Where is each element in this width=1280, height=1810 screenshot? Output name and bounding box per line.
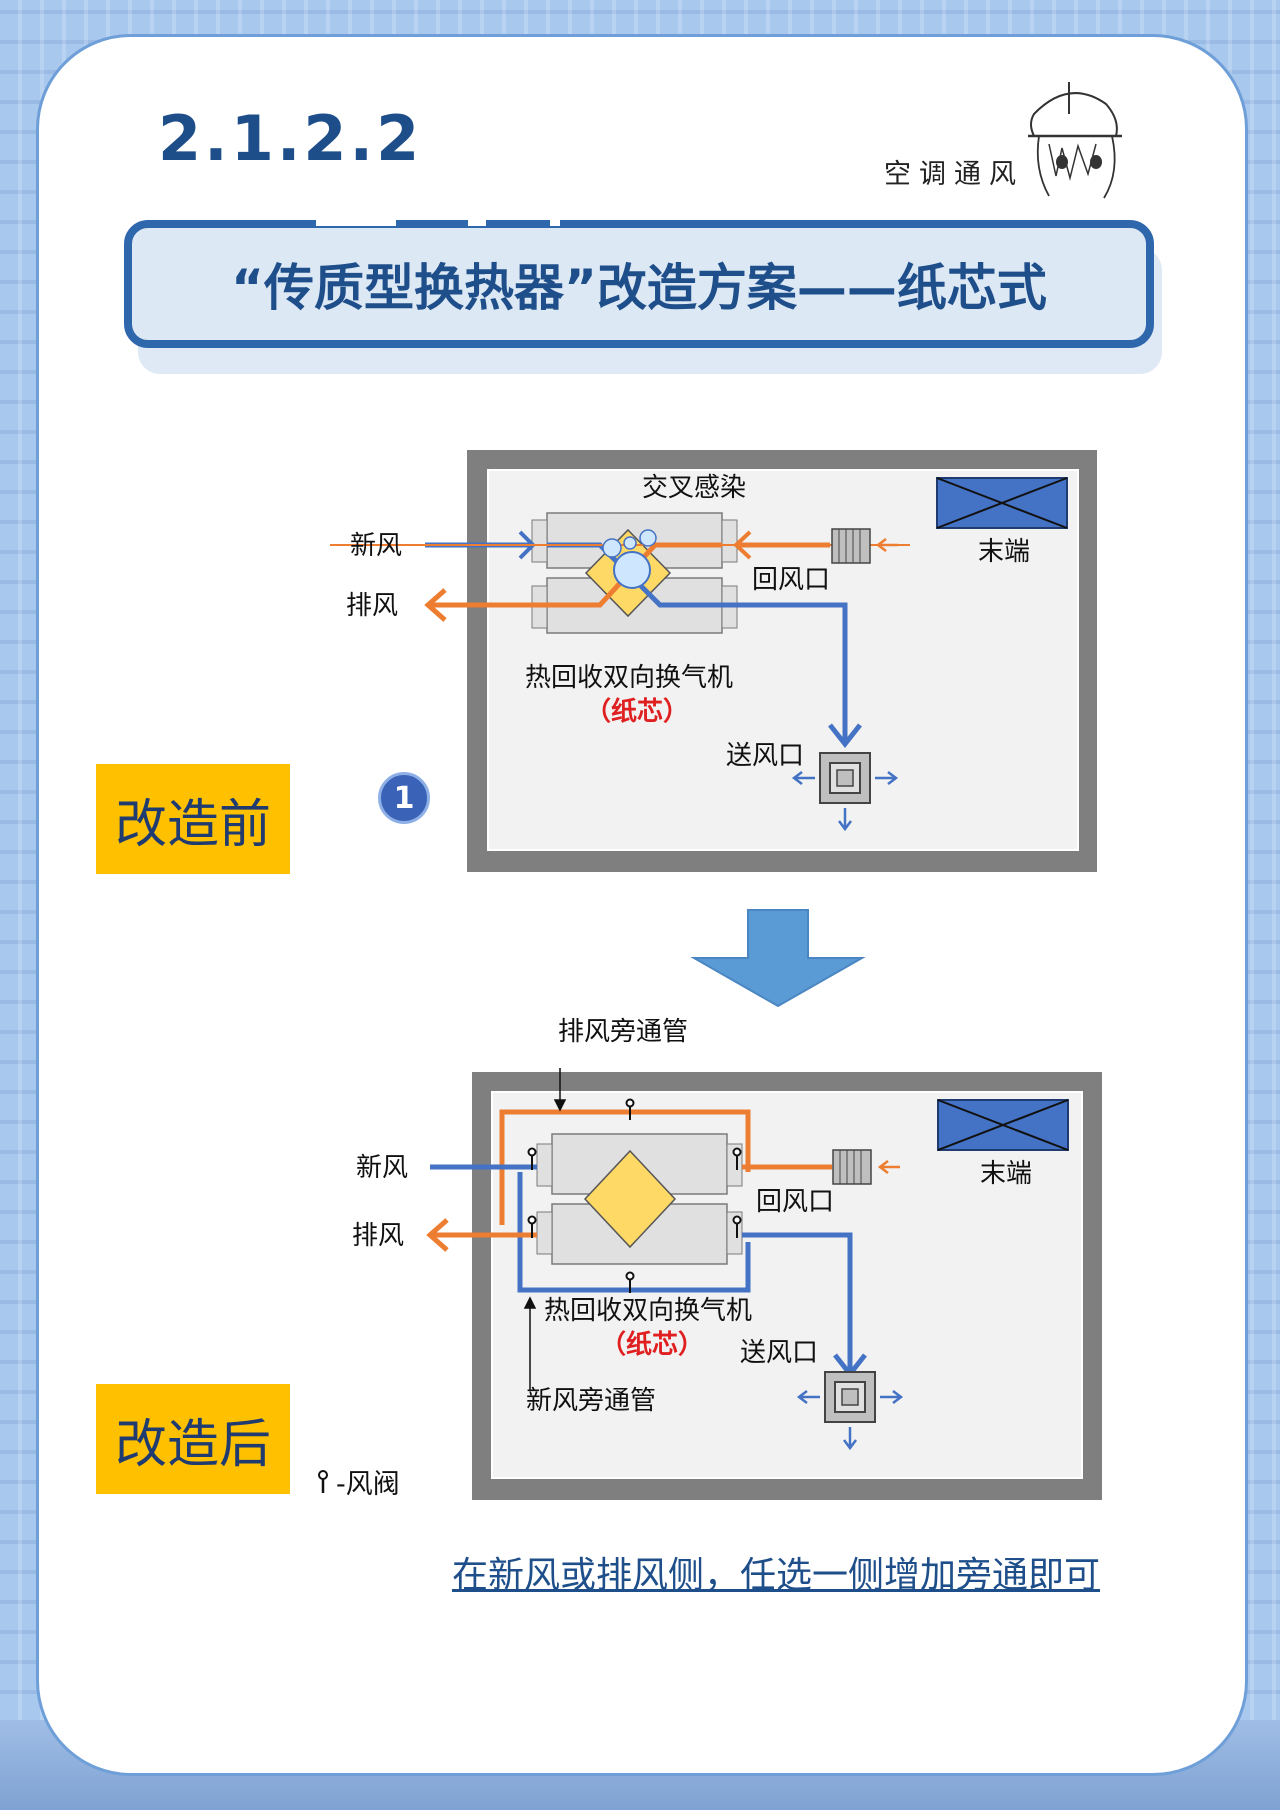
supply-vent-label: 送风口 — [726, 741, 804, 771]
cross-contamination-icon — [602, 529, 657, 589]
mascot-logo-icon — [1028, 82, 1122, 199]
legend-label: -风阀 — [336, 1469, 400, 1500]
return-exhaust-duct — [426, 1160, 900, 1252]
supply-vent-label: 送风口 — [740, 1338, 818, 1368]
fresh-bypass-label: 新风旁通管 — [526, 1386, 656, 1416]
exhaust-air-label: 排风 — [352, 1221, 404, 1251]
fresh-air-label: 新风 — [356, 1153, 408, 1183]
terminal-unit — [936, 477, 1068, 529]
title-banner-gap — [316, 212, 396, 226]
fresh-bypass-duct — [517, 1172, 751, 1293]
down-arrow-icon — [690, 909, 866, 1008]
step-number-badge: 1 — [378, 772, 430, 824]
paper-core — [583, 1149, 677, 1249]
supply-diffuser-icon — [796, 1371, 904, 1451]
before-diagram: 末端 — [330, 450, 1097, 872]
pointer-arrows — [523, 1068, 567, 1390]
damper-icon — [527, 1098, 742, 1293]
return-vent-label: 回风口 — [752, 565, 830, 595]
logo-text: 空调通风 — [884, 159, 1024, 190]
terminal-label: 末端 — [980, 1159, 1032, 1189]
unit-core-label: （纸芯） — [600, 1329, 704, 1360]
return-vent-label: 回风口 — [756, 1187, 834, 1217]
section-number: 2.1.2.2 — [158, 102, 423, 175]
exhaust-bypass-label: 排风旁通管 — [558, 1017, 688, 1047]
damper-icon — [318, 1469, 328, 1493]
exhaust-air-label: 排风 — [346, 591, 398, 621]
legend: -风阀 — [316, 1462, 400, 1501]
heat-recovery-unit — [536, 1133, 743, 1265]
cross-contamination-label: 交叉感染 — [642, 473, 746, 503]
return-grille-icon — [832, 1149, 872, 1185]
title-banner-gap — [550, 212, 560, 226]
terminal-label: 末端 — [978, 537, 1030, 567]
after-diagram: 末端 — [352, 1017, 1102, 1500]
page-title: “传质型换热器”改造方案——纸芯式 — [231, 259, 1047, 317]
terminal-unit — [937, 1099, 1069, 1151]
title-banner — [124, 220, 1154, 348]
return-grille-icon — [831, 528, 871, 564]
unit-core-label: （纸芯） — [585, 696, 689, 727]
footnote: 在新风或排风侧，任选一侧增加旁通即可 — [451, 1555, 1100, 1596]
before-tag: 改造前 — [96, 764, 290, 874]
fresh-air-label: 新风 — [350, 531, 402, 561]
title-banner-gap — [468, 212, 486, 226]
unit-name-label: 热回收双向换气机 — [544, 1296, 752, 1326]
supply-diffuser-icon — [791, 752, 899, 832]
after-tag: 改造后 — [96, 1384, 290, 1494]
unit-name-label: 热回收双向换气机 — [525, 663, 733, 693]
